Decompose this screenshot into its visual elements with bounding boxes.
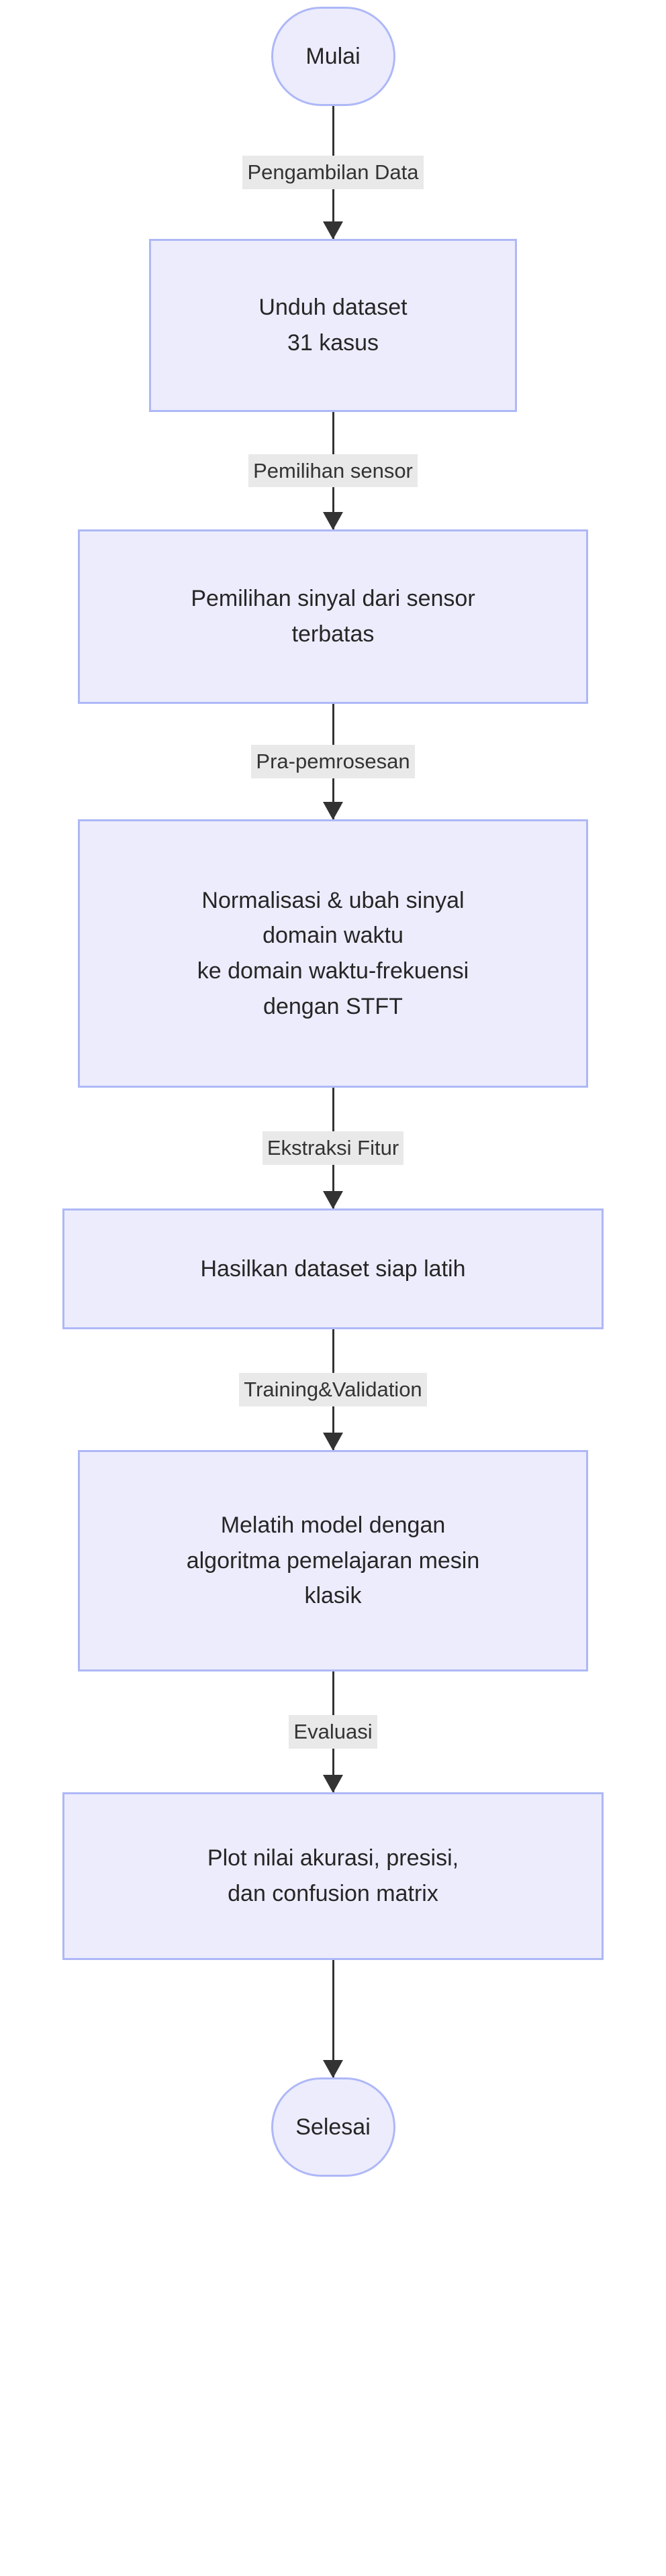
edge-label-evaluasi: Evaluasi: [289, 1715, 377, 1749]
edge-label-pengambilan-data: Pengambilan Data: [242, 156, 424, 189]
arrow-head-icon: [323, 2060, 343, 2078]
edge-label-pemilihan-sensor: Pemilihan sensor: [248, 454, 418, 488]
node-hasilkan-dataset-label: Hasilkan dataset siap latih: [200, 1255, 466, 1282]
edge-label-ekstraksi-fitur: Ekstraksi Fitur: [262, 1131, 404, 1165]
node-pemilihan-sinyal-label: Pemilihan sinyal dari sensor terbatas: [191, 586, 475, 647]
edge-hasilkan-to-melatih: Training&Validation: [0, 1329, 666, 1451]
edge-line: [332, 1960, 334, 2077]
node-pemilihan-sinyal[interactable]: Pemilihan sinyal dari sensor terbatas: [78, 529, 588, 704]
node-plot-metrik[interactable]: Plot nilai akurasi, presisi, dan confusi…: [62, 1792, 604, 1960]
edge-label-pra-pemrosesan: Pra-pemrosesan: [251, 745, 415, 778]
node-normalisasi-stft[interactable]: Normalisasi & ubah sinyal domain waktu k…: [78, 819, 588, 1088]
edge-normalisasi-to-hasilkan: Ekstraksi Fitur: [0, 1088, 666, 1209]
arrow-head-icon: [323, 221, 343, 240]
node-end[interactable]: Selesai: [271, 2077, 395, 2177]
arrow-head-icon: [323, 1775, 343, 1793]
top-spacer: [0, 0, 666, 7]
node-plot-metrik-label: Plot nilai akurasi, presisi, dan confusi…: [207, 1845, 459, 1906]
edge-label-training-validation: Training&Validation: [239, 1373, 427, 1406]
node-melatih-model[interactable]: Melatih model dengan algoritma pemelajar…: [78, 1450, 588, 1671]
arrow-head-icon: [323, 1433, 343, 1451]
arrow-head-icon: [323, 512, 343, 530]
node-melatih-model-label: Melatih model dengan algoritma pemelajar…: [186, 1512, 480, 1609]
node-hasilkan-dataset[interactable]: Hasilkan dataset siap latih: [62, 1208, 604, 1329]
node-unduh-dataset-label: Unduh dataset 31 kasus: [258, 295, 408, 356]
node-start-label: Mulai: [305, 43, 361, 69]
arrow-head-icon: [323, 1191, 343, 1209]
node-normalisasi-stft-label: Normalisasi & ubah sinyal domain waktu k…: [197, 887, 469, 1019]
edge-pemilihan-to-normalisasi: Pra-pemrosesan: [0, 704, 666, 820]
edge-melatih-to-plot: Evaluasi: [0, 1671, 666, 1793]
arrow-head-icon: [323, 802, 343, 820]
edge-start-to-unduh: Pengambilan Data: [0, 106, 666, 240]
node-end-label: Selesai: [295, 2114, 371, 2140]
edge-unduh-to-pemilihan: Pemilihan sensor: [0, 412, 666, 530]
node-unduh-dataset[interactable]: Unduh dataset 31 kasus: [149, 239, 517, 412]
edge-plot-to-end: [0, 1960, 666, 2078]
node-start[interactable]: Mulai: [271, 7, 395, 106]
